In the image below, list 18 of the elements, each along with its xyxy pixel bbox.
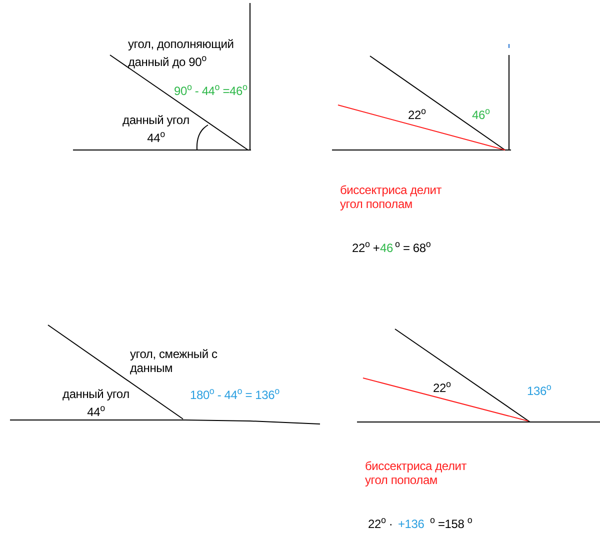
angle-caption: данный угол 44$^{o}$ bbox=[122, 113, 190, 145]
calculation-text: +136 bbox=[398, 517, 424, 531]
angle-value: 22$^{o}$ bbox=[433, 378, 451, 395]
calculation-text: 22$^{o}$ + bbox=[352, 238, 380, 255]
angle-caption: данный угол 44$^{o}$ bbox=[62, 387, 130, 419]
bisector-note: биссектриса делит угол пополам bbox=[340, 183, 443, 211]
angle-caption: угол, дополняющий данный до 90$^{o}$ bbox=[128, 37, 235, 69]
calculation-text: $^{o}$ =158 $^{o}$ bbox=[430, 514, 472, 531]
calculation-text: 90$^{o}$ - 44$^{o}$ =46$^{o}$ bbox=[174, 81, 248, 98]
calculation-text: 46 bbox=[380, 241, 393, 255]
calculation-text: 180$^{o}$ - 44$^{o}$ = 136$^{o}$ bbox=[190, 385, 280, 402]
calculation-text: $^{o}$ = 68$^{o}$ bbox=[395, 238, 431, 255]
angle-value: 46$^{o}$ bbox=[472, 105, 490, 122]
calculation-text: 22$^{o}$ · bbox=[368, 514, 393, 531]
angle-caption: угол, смежный с данным bbox=[130, 347, 218, 375]
bisector-note: биссектриса делит угол пополам bbox=[365, 459, 468, 487]
angle-value: 22$^{o}$ bbox=[408, 105, 426, 122]
angle-value: 136$^{o}$ bbox=[527, 381, 552, 398]
